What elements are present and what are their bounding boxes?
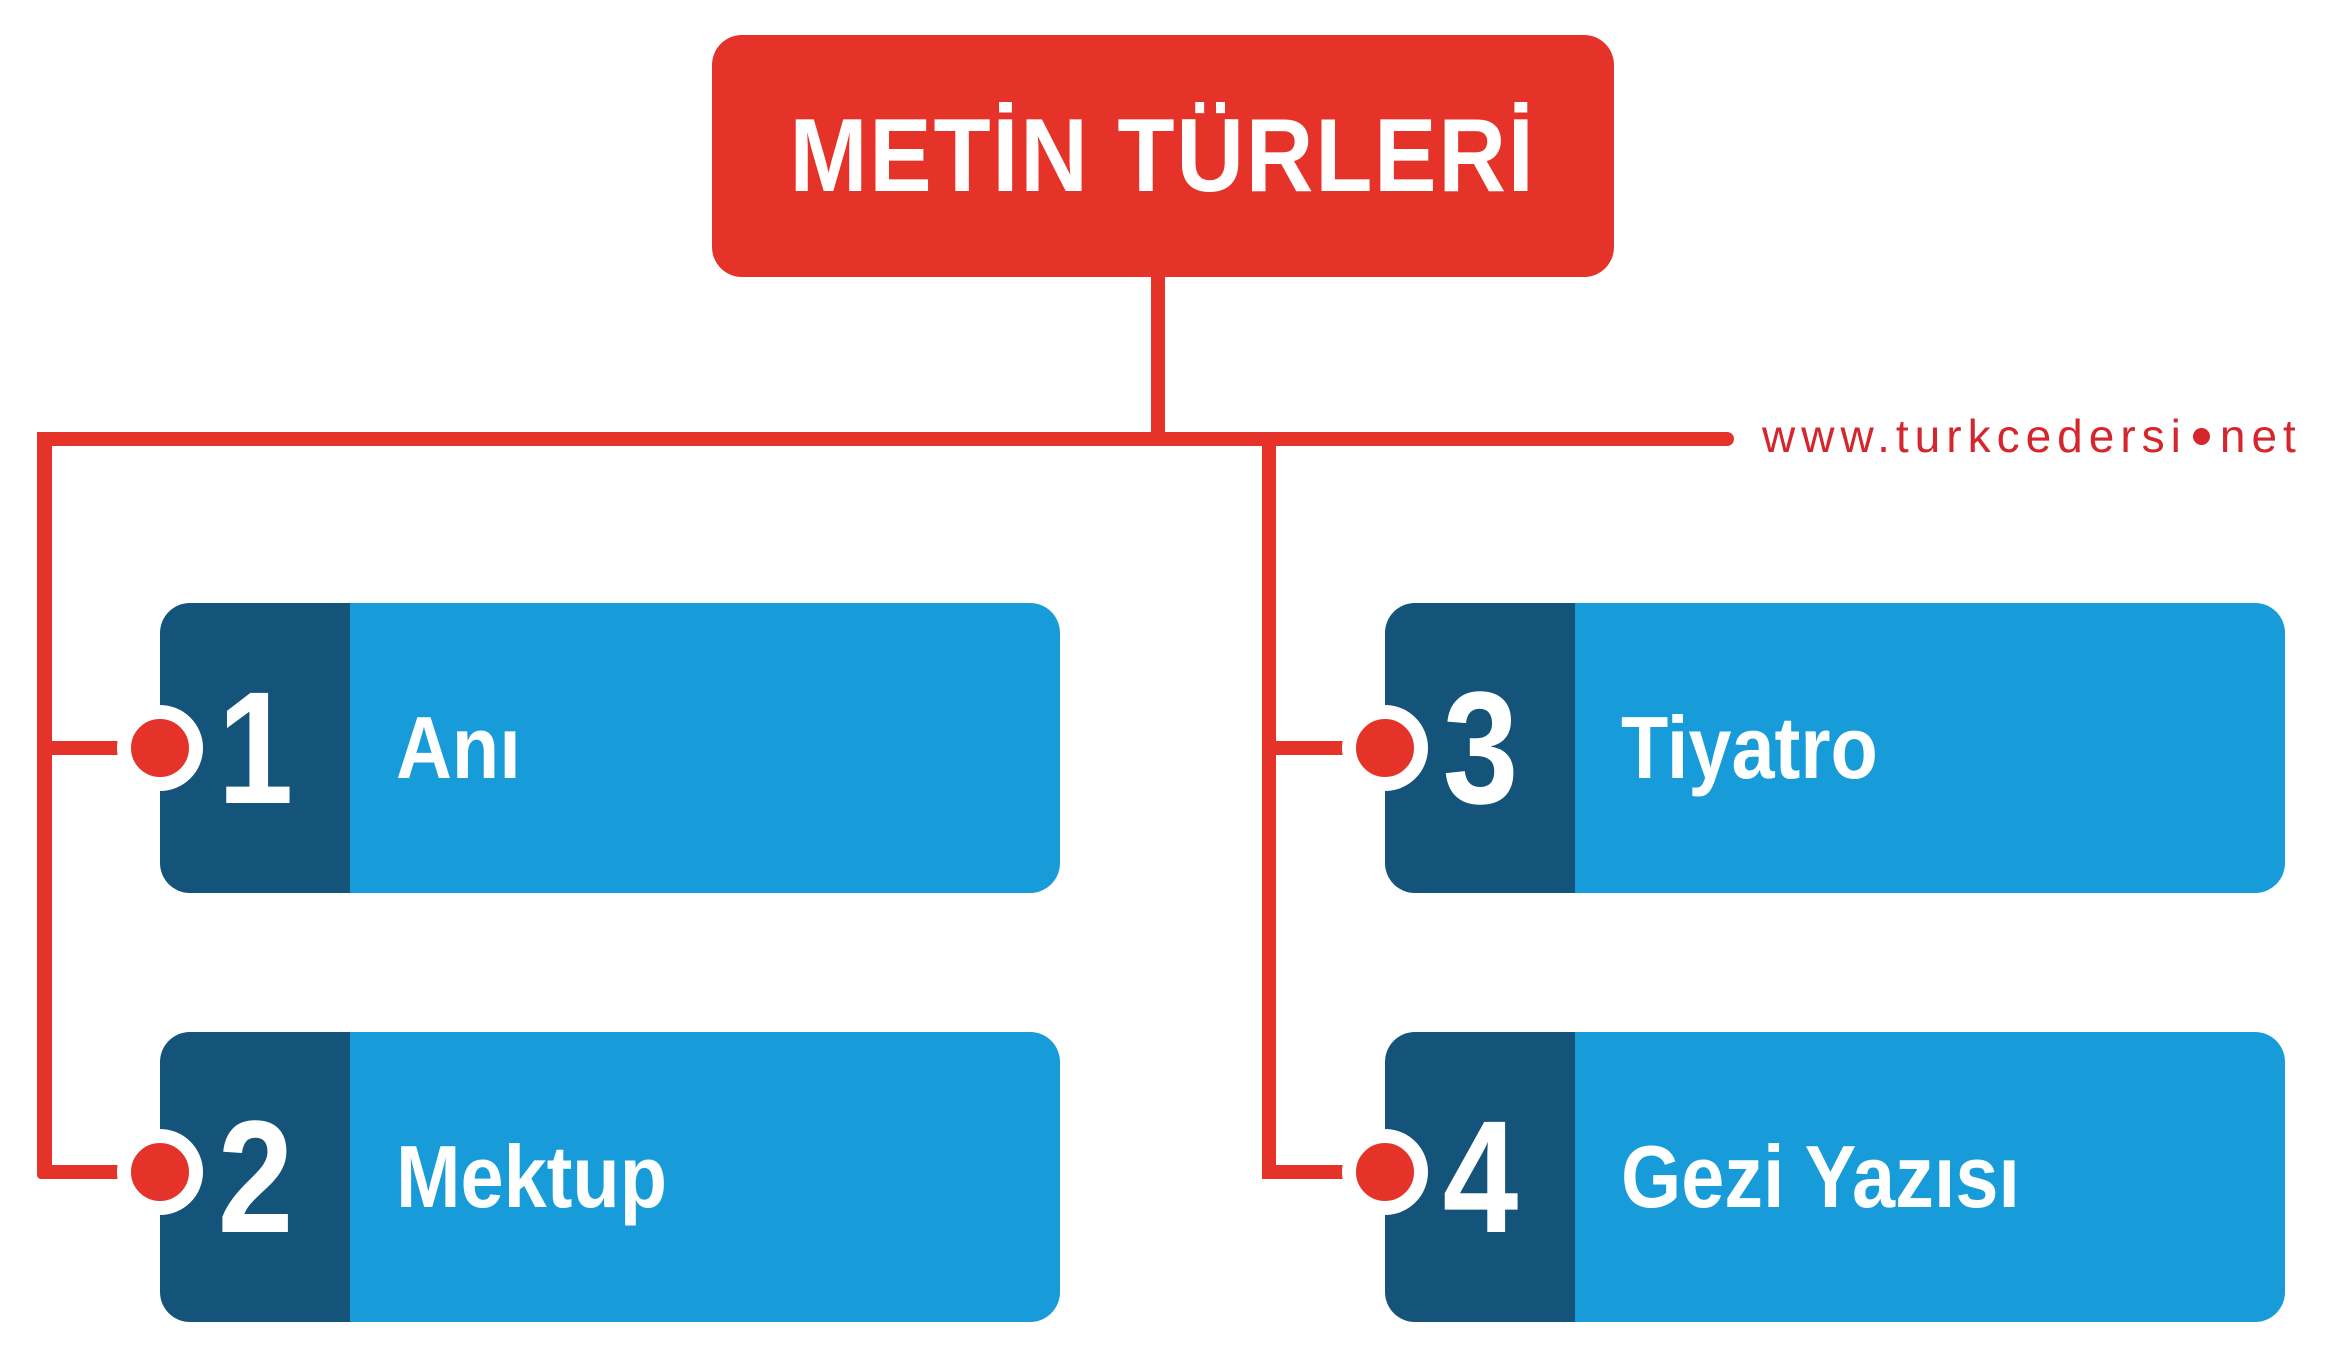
item-1-number: 1 xyxy=(217,658,293,837)
item-4-number-badge: 4 xyxy=(1385,1032,1575,1322)
item-3-number-badge: 3 xyxy=(1385,603,1575,893)
item-3-label: Tiyatro xyxy=(1621,698,1878,797)
item-2-label: Mektup xyxy=(396,1127,668,1226)
item-card-1: 1 Anı xyxy=(160,603,1060,893)
item-card-2: 2 Mektup xyxy=(160,1032,1060,1322)
item-1-number-badge: 1 xyxy=(160,603,350,893)
item-3-number: 3 xyxy=(1442,658,1518,837)
diagram-title: METİN TÜRLERİ xyxy=(789,97,1537,214)
connector-horizontal-rail xyxy=(37,432,1734,446)
item-card-3: 3 Tiyatro xyxy=(1385,603,2285,893)
connector-dot-item-1 xyxy=(117,705,203,791)
watermark: www.turkcedersi net xyxy=(1762,408,2302,464)
watermark-dot-icon xyxy=(2192,427,2210,445)
item-3-label-area: Tiyatro xyxy=(1575,603,2285,893)
title-box: METİN TÜRLERİ xyxy=(712,35,1614,277)
connector-right-branch xyxy=(1262,432,1276,1179)
connector-trunk-vertical xyxy=(1151,272,1165,439)
item-1-label: Anı xyxy=(396,698,521,797)
connector-dot-item-2 xyxy=(117,1129,203,1215)
item-card-4: 4 Gezi Yazısı xyxy=(1385,1032,2285,1322)
item-2-label-area: Mektup xyxy=(350,1032,1060,1322)
item-2-number: 2 xyxy=(217,1087,293,1266)
connector-dot-item-3 xyxy=(1342,705,1428,791)
item-4-label: Gezi Yazısı xyxy=(1621,1127,2020,1226)
item-4-number: 4 xyxy=(1442,1087,1518,1266)
watermark-suffix: net xyxy=(2219,410,2302,462)
connector-dot-item-4 xyxy=(1342,1129,1428,1215)
item-1-label-area: Anı xyxy=(350,603,1060,893)
item-4-label-area: Gezi Yazısı xyxy=(1575,1032,2285,1322)
watermark-prefix: www.turkcedersi xyxy=(1762,410,2187,462)
connector-left-branch xyxy=(37,432,52,1179)
